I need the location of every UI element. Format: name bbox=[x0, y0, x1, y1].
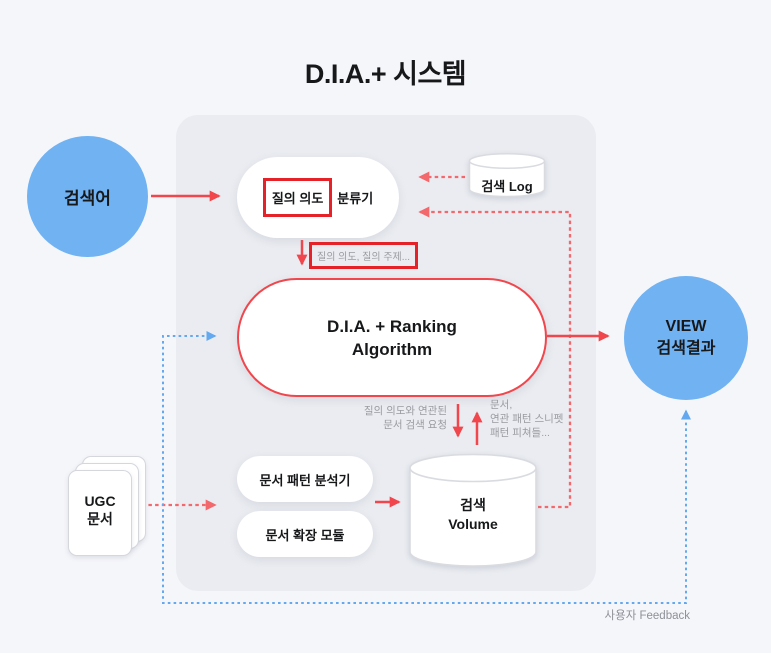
search-log-db-icon bbox=[468, 153, 546, 198]
highlight-box-intent-topic: 질의 의도, 질의 주제... bbox=[309, 242, 419, 269]
node-intent-classifier: 질의 의도 분류기 bbox=[237, 157, 399, 238]
query-label: 검색어 bbox=[64, 189, 111, 208]
node-view-results: VIEW 검색결과 bbox=[624, 276, 748, 400]
ugc-documents-label: UGC 문서 bbox=[84, 493, 116, 527]
highlight-box-intent: 질의 의도 bbox=[262, 178, 333, 217]
doc-response-label: 문서, 연관 패턴 스니펫 패턴 피쳐들... bbox=[490, 399, 564, 439]
view-label-line1: VIEW bbox=[665, 318, 707, 335]
search-log-label: 검색 Log bbox=[481, 179, 533, 194]
classifier-label-rest: 분류기 bbox=[337, 191, 374, 206]
view-label-line2: 검색결과 bbox=[656, 340, 716, 357]
node-query: 검색어 bbox=[27, 136, 148, 257]
search-volume-label: 검색 Volume bbox=[448, 497, 498, 532]
algorithm-label-line2: Algorithm bbox=[351, 339, 433, 359]
document-stack-front-icon bbox=[68, 470, 132, 556]
page-title: D.I.A.+ 시스템 bbox=[304, 59, 467, 89]
doc-request-label: 질의 의도와 연관된 문서 검색 요청 bbox=[363, 405, 447, 431]
search-volume-db-icon bbox=[409, 453, 537, 567]
node-ranking-algorithm: D.I.A. + Ranking Algorithm bbox=[237, 278, 547, 397]
node-doc-pattern-analyzer: 문서 패턴 분석기 bbox=[237, 456, 373, 502]
user-feedback-label: 사용자 Feedback bbox=[604, 610, 690, 622]
node-doc-expansion-module: 문서 확장 모듈 bbox=[237, 511, 373, 557]
algorithm-label-line1: D.I.A. + Ranking bbox=[327, 316, 457, 336]
bottom-strip bbox=[0, 653, 771, 669]
